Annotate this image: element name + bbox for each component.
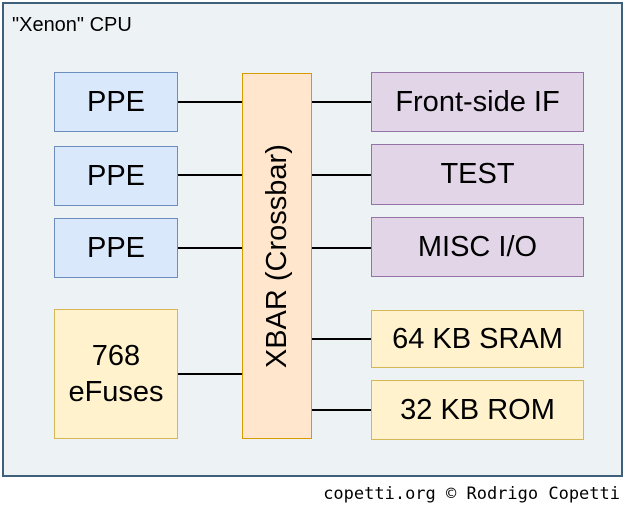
node-sram-label: 64 KB SRAM: [392, 322, 563, 355]
node-ppe-3-label: PPE: [86, 231, 146, 264]
node-rom-label: 32 KB ROM: [400, 393, 555, 426]
connector-xbar-rom: [312, 409, 371, 411]
node-frontside-if-label: Front-side IF: [395, 85, 560, 118]
connector-xbar-sram: [312, 338, 371, 340]
node-efuses-label: 768 eFuses: [68, 338, 163, 411]
node-frontside-if: Front-side IF: [371, 72, 584, 132]
node-ppe-3: PPE: [54, 218, 178, 278]
node-efuses-line1: 768: [91, 339, 141, 372]
node-efuses-line2: eFuses: [68, 376, 164, 408]
node-misc-io-label: MISC I/O: [417, 230, 538, 263]
node-ppe-2-label: PPE: [86, 159, 146, 192]
node-xbar-crossbar: XBAR (Crossbar): [242, 73, 312, 439]
node-misc-io: MISC I/O: [371, 217, 584, 277]
xenon-cpu-container: "Xenon" CPU PPE PPE PPE 768 eFuses XBAR …: [2, 2, 623, 477]
footer-credit: copetti.org © Rodrigo Copetti: [323, 484, 620, 504]
node-rom: 32 KB ROM: [371, 380, 584, 440]
connector-ppe3-xbar: [178, 247, 242, 249]
node-efuses: 768 eFuses: [54, 309, 178, 439]
node-test: TEST: [371, 144, 584, 205]
node-test-label: TEST: [440, 158, 515, 191]
node-ppe-1-label: PPE: [86, 85, 146, 118]
node-ppe-2: PPE: [54, 146, 178, 206]
connector-efuses-xbar: [178, 373, 242, 375]
connector-ppe1-xbar: [178, 101, 242, 103]
connector-xbar-frontside-if: [312, 101, 371, 103]
connector-xbar-test: [312, 174, 371, 176]
diagram-title: "Xenon" CPU: [12, 14, 132, 36]
node-xbar-label: XBAR (Crossbar): [260, 144, 293, 368]
connector-ppe2-xbar: [178, 174, 242, 176]
node-ppe-1: PPE: [54, 72, 178, 132]
connector-xbar-misc-io: [312, 247, 371, 249]
node-sram: 64 KB SRAM: [371, 310, 584, 368]
